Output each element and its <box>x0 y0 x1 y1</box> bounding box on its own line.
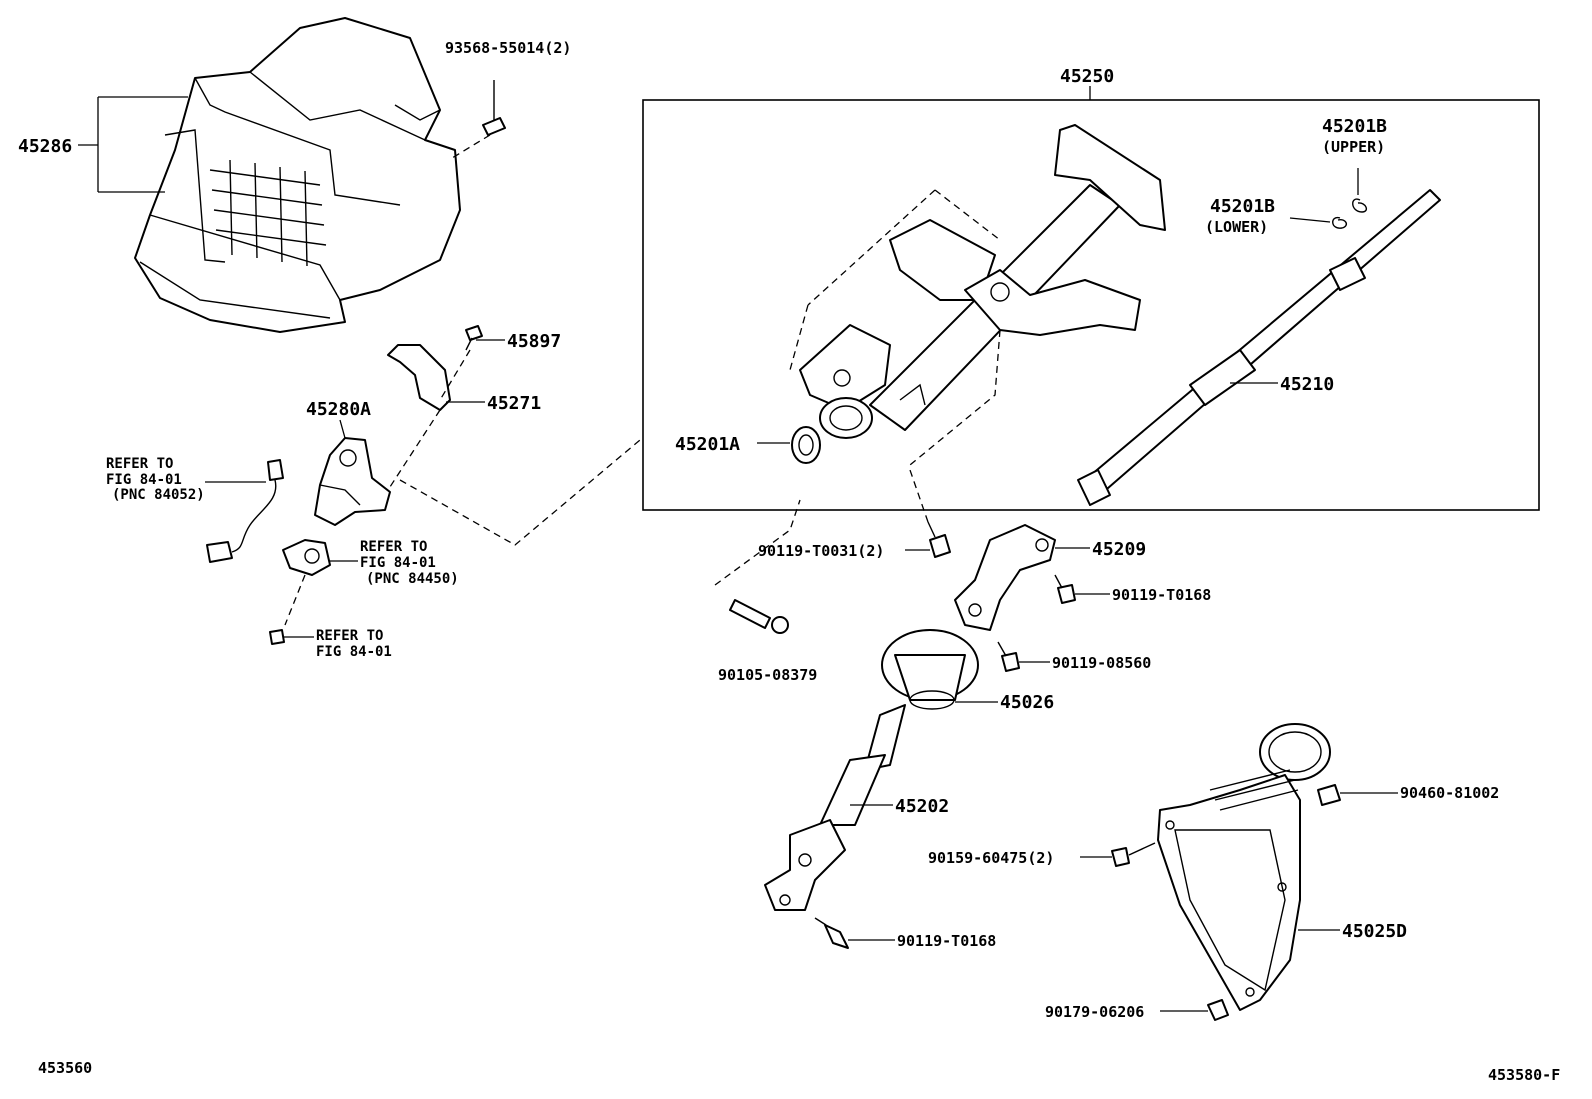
refer1-line1: REFER TO <box>106 456 173 472</box>
refer2-line2: FIG 84-01 <box>360 555 436 571</box>
footer-left-code: 453560 <box>38 1059 92 1077</box>
bolt-90119-08560-part[interactable] <box>997 641 1020 672</box>
callout-45250: 45250 <box>1060 66 1114 87</box>
callout-90179-06206: 90179-06206 <box>1045 1003 1144 1021</box>
main-shaft-45210-part[interactable] <box>1077 189 1441 506</box>
refer1-line2: FIG 84-01 <box>106 472 182 488</box>
screw-93568-part[interactable] <box>482 80 506 136</box>
snap-ring-lower-part[interactable] <box>1332 216 1348 229</box>
intermediate-shaft-45202-part[interactable] <box>764 704 906 911</box>
callout-45201b-lower: 45201B <box>1210 196 1275 217</box>
bolt-90119-t0168-b-part[interactable] <box>814 917 849 949</box>
callout-45210: 45210 <box>1280 374 1334 395</box>
bolt-90119-t0031-part[interactable] <box>927 521 951 558</box>
callout-90119-t0168-b: 90119-T0168 <box>897 932 996 950</box>
callout-45286: 45286 <box>18 136 72 157</box>
callout-45271: 45271 <box>487 393 541 414</box>
bushing-45201a-part[interactable] <box>791 426 821 464</box>
key-switch-wire-part[interactable] <box>206 459 284 563</box>
refer2-line3: (PNC 84450) <box>366 571 459 587</box>
label-upper: (UPPER) <box>1322 138 1385 156</box>
callout-45897: 45897 <box>507 331 561 352</box>
column-assembly-box <box>642 99 1540 511</box>
callout-90105-08379: 90105-08379 <box>718 666 817 684</box>
screw-45897-part[interactable] <box>465 325 483 351</box>
refer3-line2: FIG 84-01 <box>316 644 392 660</box>
callout-90460-81002: 90460-81002 <box>1400 784 1499 802</box>
callout-90159-60475: 90159-60475(2) <box>928 849 1054 867</box>
bolt-90105-08379-part[interactable] <box>729 599 789 634</box>
callout-45201a: 45201A <box>675 434 740 455</box>
screw-refer3-part[interactable] <box>269 629 285 645</box>
callout-45209: 45209 <box>1092 539 1146 560</box>
callout-90119-08560: 90119-08560 <box>1052 654 1151 672</box>
label-lower: (LOWER) <box>1205 218 1268 236</box>
callout-90119-t0031: 90119-T0031(2) <box>758 542 884 560</box>
column-cover-part[interactable] <box>134 17 461 333</box>
clamp-45271-part[interactable] <box>387 344 451 411</box>
nut-90179-06206-part[interactable] <box>1207 999 1229 1021</box>
callout-45201b-upper: 45201B <box>1322 116 1387 137</box>
callout-93568-55014: 93568-55014(2) <box>445 39 571 57</box>
universal-joint-45209-part[interactable] <box>954 524 1056 631</box>
refer2-line1: REFER TO <box>360 539 427 555</box>
bolt-90159-60475-part[interactable] <box>1111 842 1156 867</box>
footer-right-code: 453580-F <box>1488 1066 1560 1084</box>
hose-clamp-90460-part[interactable] <box>1259 723 1341 806</box>
boot-cover-45026-part[interactable] <box>881 629 979 710</box>
callout-45026: 45026 <box>1000 692 1054 713</box>
steering-column-tube-part[interactable] <box>799 124 1166 439</box>
callout-45025d: 45025D <box>1342 921 1407 942</box>
bolt-90119-t0168-a-part[interactable] <box>1054 574 1076 604</box>
refer1-line3: (PNC 84052) <box>112 487 205 503</box>
callout-90119-t0168-a: 90119-T0168 <box>1112 586 1211 604</box>
lock-housing-45280a-part[interactable] <box>314 437 391 526</box>
callout-45280a: 45280A <box>306 399 371 420</box>
callout-45202: 45202 <box>895 796 949 817</box>
snap-ring-upper-part[interactable] <box>1352 198 1368 213</box>
ignition-sensor-part[interactable] <box>282 539 331 576</box>
dust-boot-plate-45025d-part[interactable] <box>1157 769 1301 1011</box>
refer3-line1: REFER TO <box>316 628 383 644</box>
